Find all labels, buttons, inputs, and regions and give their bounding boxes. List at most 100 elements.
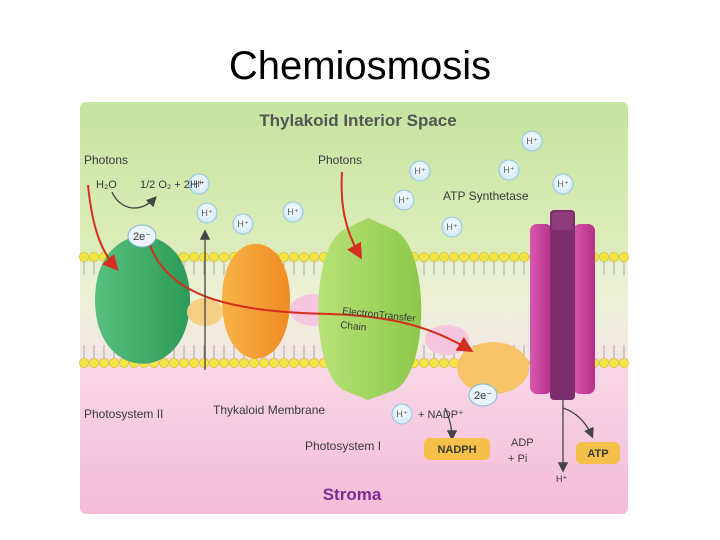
lipid-head xyxy=(429,252,439,262)
lipid-head xyxy=(279,252,289,262)
h-ion-label: H⁺ xyxy=(287,207,298,217)
lipid-head xyxy=(449,252,459,262)
lipid-head xyxy=(259,358,269,368)
lipid-head xyxy=(419,358,429,368)
lipid-head xyxy=(459,252,469,262)
lipid-head xyxy=(499,252,509,262)
lipid-head xyxy=(509,252,519,262)
water-label: H₂O xyxy=(96,179,117,191)
lipid-head xyxy=(419,252,429,262)
lipid-head xyxy=(159,358,169,368)
lipid-head xyxy=(219,252,229,262)
lipid-head xyxy=(89,252,99,262)
h-ion: H⁺ xyxy=(188,173,210,195)
photon-arrow-right xyxy=(340,171,362,260)
water-split-arrow xyxy=(111,191,157,209)
atp-label: ATP xyxy=(587,448,608,460)
electron-badge-ps1 xyxy=(468,383,498,407)
h-ion-label: H⁺ xyxy=(201,208,212,218)
lipid-head xyxy=(619,358,629,368)
thylakoid-space-label: Thylakoid Interior Space xyxy=(259,111,456,130)
oxygen-label: 1/2 O₂ + 2H⁺ xyxy=(140,179,204,191)
h-ion-label: H⁺ xyxy=(398,195,409,205)
lipid-head xyxy=(279,358,289,368)
stroma-label: Stroma xyxy=(323,485,382,504)
h-ion: H⁺ xyxy=(282,201,304,223)
lipid-head xyxy=(179,358,189,368)
h-ion-label: H⁺ xyxy=(526,136,537,146)
lipid-head xyxy=(239,358,249,368)
lipid-head xyxy=(199,252,209,262)
lipid-head xyxy=(599,358,609,368)
pi-label: + Pi xyxy=(508,453,527,465)
nadph-badge xyxy=(424,438,490,460)
lipid-head xyxy=(519,252,529,262)
h-ion-label: H⁺ xyxy=(414,166,425,176)
atp-formation-arrow xyxy=(562,407,594,439)
lipid-head xyxy=(209,252,219,262)
lipid-head xyxy=(609,358,619,368)
lipid-head xyxy=(289,252,299,262)
fnr-shape xyxy=(457,342,529,394)
lipid-head xyxy=(229,358,239,368)
photons-left-label: Photons xyxy=(84,153,128,167)
h-ion-label: H⁺ xyxy=(396,409,407,419)
photons-right-label: Photons xyxy=(318,153,362,167)
photon-arrow-left xyxy=(87,184,119,271)
h-ion-label: H⁺ xyxy=(193,179,204,189)
lipid-head xyxy=(79,358,89,368)
h-ion: H⁺ xyxy=(521,130,543,152)
lipid-head xyxy=(479,252,489,262)
lipid-head xyxy=(249,358,259,368)
h-ion: H⁺ xyxy=(393,189,415,211)
slide-title: Chemiosmosis xyxy=(228,44,492,88)
electron-label-ps2: 2e⁻ xyxy=(133,231,151,243)
lipid-head xyxy=(199,358,209,368)
h-ion-label: H⁺ xyxy=(557,179,568,189)
lipid-head xyxy=(609,252,619,262)
photosystem-1-label: Photosystem I xyxy=(305,439,381,453)
lipid-head xyxy=(489,252,499,262)
photosystem-1-shape xyxy=(318,218,422,400)
stroma-h-ion-label: H⁺ xyxy=(556,474,567,484)
atp-synthetase-label: ATP Synthetase xyxy=(443,189,529,203)
h-ion: H⁺ xyxy=(391,403,413,425)
lipid-head xyxy=(619,252,629,262)
cytochrome-shape xyxy=(222,243,290,359)
electron-badge-ps2 xyxy=(127,224,157,248)
lipid-head xyxy=(209,358,219,368)
lipid-head xyxy=(269,358,279,368)
h-ion-label: H⁺ xyxy=(446,222,457,232)
lipid-head xyxy=(439,252,449,262)
lipid-head xyxy=(439,358,449,368)
electron-label-ps1: 2e⁻ xyxy=(474,390,492,402)
lipid-head xyxy=(189,252,199,262)
atp-synthase xyxy=(530,210,595,400)
h-ion: H⁺ xyxy=(441,216,463,238)
h-ion: H⁺ xyxy=(498,159,520,181)
h-ion: H⁺ xyxy=(196,202,218,224)
electron-path-arrow xyxy=(149,244,474,353)
adp-label: ADP xyxy=(511,437,534,449)
lipid-head xyxy=(109,358,119,368)
lipid-head xyxy=(299,252,309,262)
nadp-label: + NADP⁺ xyxy=(418,409,464,421)
ferredoxin-shape xyxy=(425,325,469,355)
lipid-head xyxy=(99,358,109,368)
photosystem-2-shape xyxy=(95,236,190,364)
membrane-label: Thykaloid Membrane xyxy=(213,403,325,417)
lipid-head xyxy=(469,252,479,262)
nadph-label: NADPH xyxy=(437,444,476,456)
lipid-head xyxy=(79,252,89,262)
lipid-head xyxy=(299,358,309,368)
atp-badge xyxy=(576,442,620,464)
lipid-head xyxy=(599,252,609,262)
nadph-arrow xyxy=(444,407,458,441)
h-ion-label: H⁺ xyxy=(237,219,248,229)
lipid-head xyxy=(179,252,189,262)
photosystem-2-label: Photosystem II xyxy=(84,407,163,421)
electron-chain-label-2: Chain xyxy=(340,320,367,334)
lipid-head xyxy=(309,252,319,262)
lipid-head xyxy=(309,358,319,368)
